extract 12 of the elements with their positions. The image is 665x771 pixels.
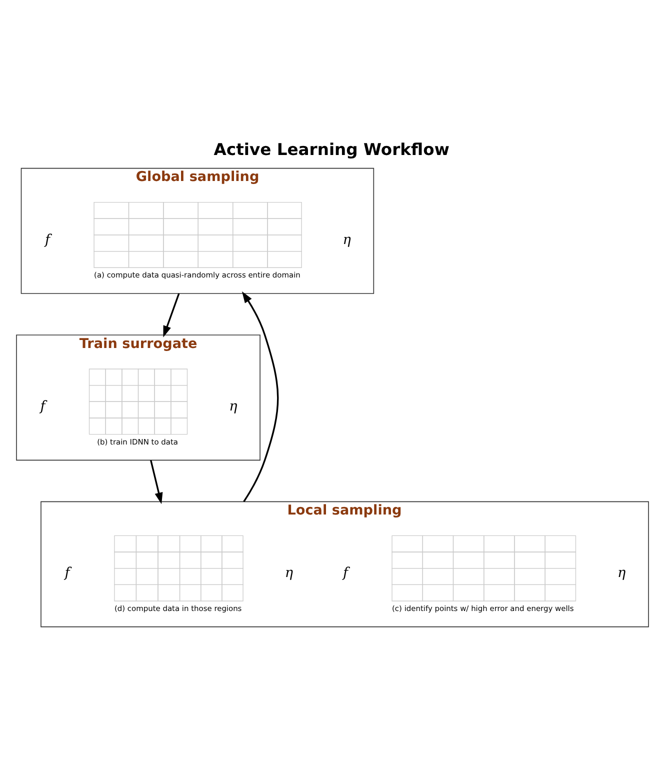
label: η <box>229 398 238 414</box>
arrow <box>150 459 163 504</box>
label: η <box>618 564 626 581</box>
label: η <box>342 231 351 248</box>
label: f <box>45 231 50 248</box>
label: η <box>284 564 294 581</box>
label: f <box>40 398 46 414</box>
diagram-title: Active Learning Workflow <box>214 139 450 158</box>
arrow <box>163 292 180 337</box>
arrow <box>242 290 279 502</box>
label: f <box>64 564 70 581</box>
label: f <box>343 564 348 581</box>
